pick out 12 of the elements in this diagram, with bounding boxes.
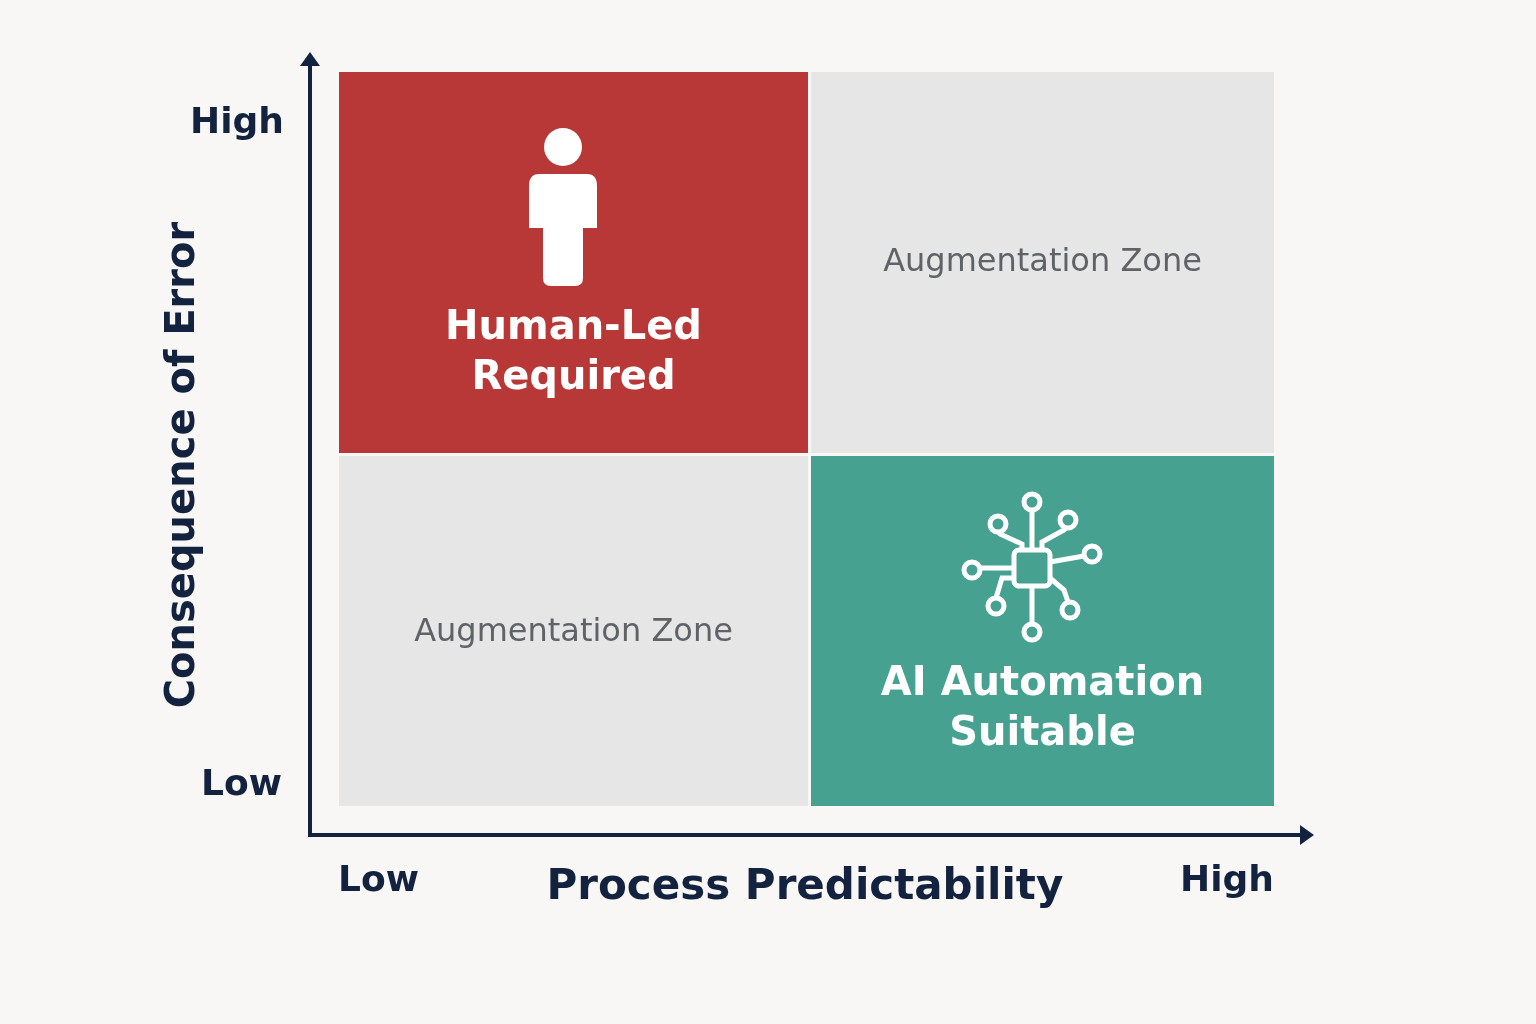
quadrant-label: Augmentation Zone xyxy=(882,240,1203,280)
quadrant-label: Augmentation Zone xyxy=(413,610,734,650)
axis-title: Consequence of Error xyxy=(156,221,203,709)
axis-title: Process Predictability xyxy=(546,860,1064,909)
quadrant xyxy=(339,72,808,453)
axis-tick-label: High xyxy=(190,100,284,141)
quadrant-label: AI Automation Suitable xyxy=(879,657,1206,756)
quadrant xyxy=(811,456,1274,806)
axis-tick-label: High xyxy=(1180,858,1274,899)
quadrant-label: Human-Led Required xyxy=(444,301,703,400)
axis-tick-label: Low xyxy=(201,762,282,803)
axis-tick-label: Low xyxy=(338,858,419,899)
